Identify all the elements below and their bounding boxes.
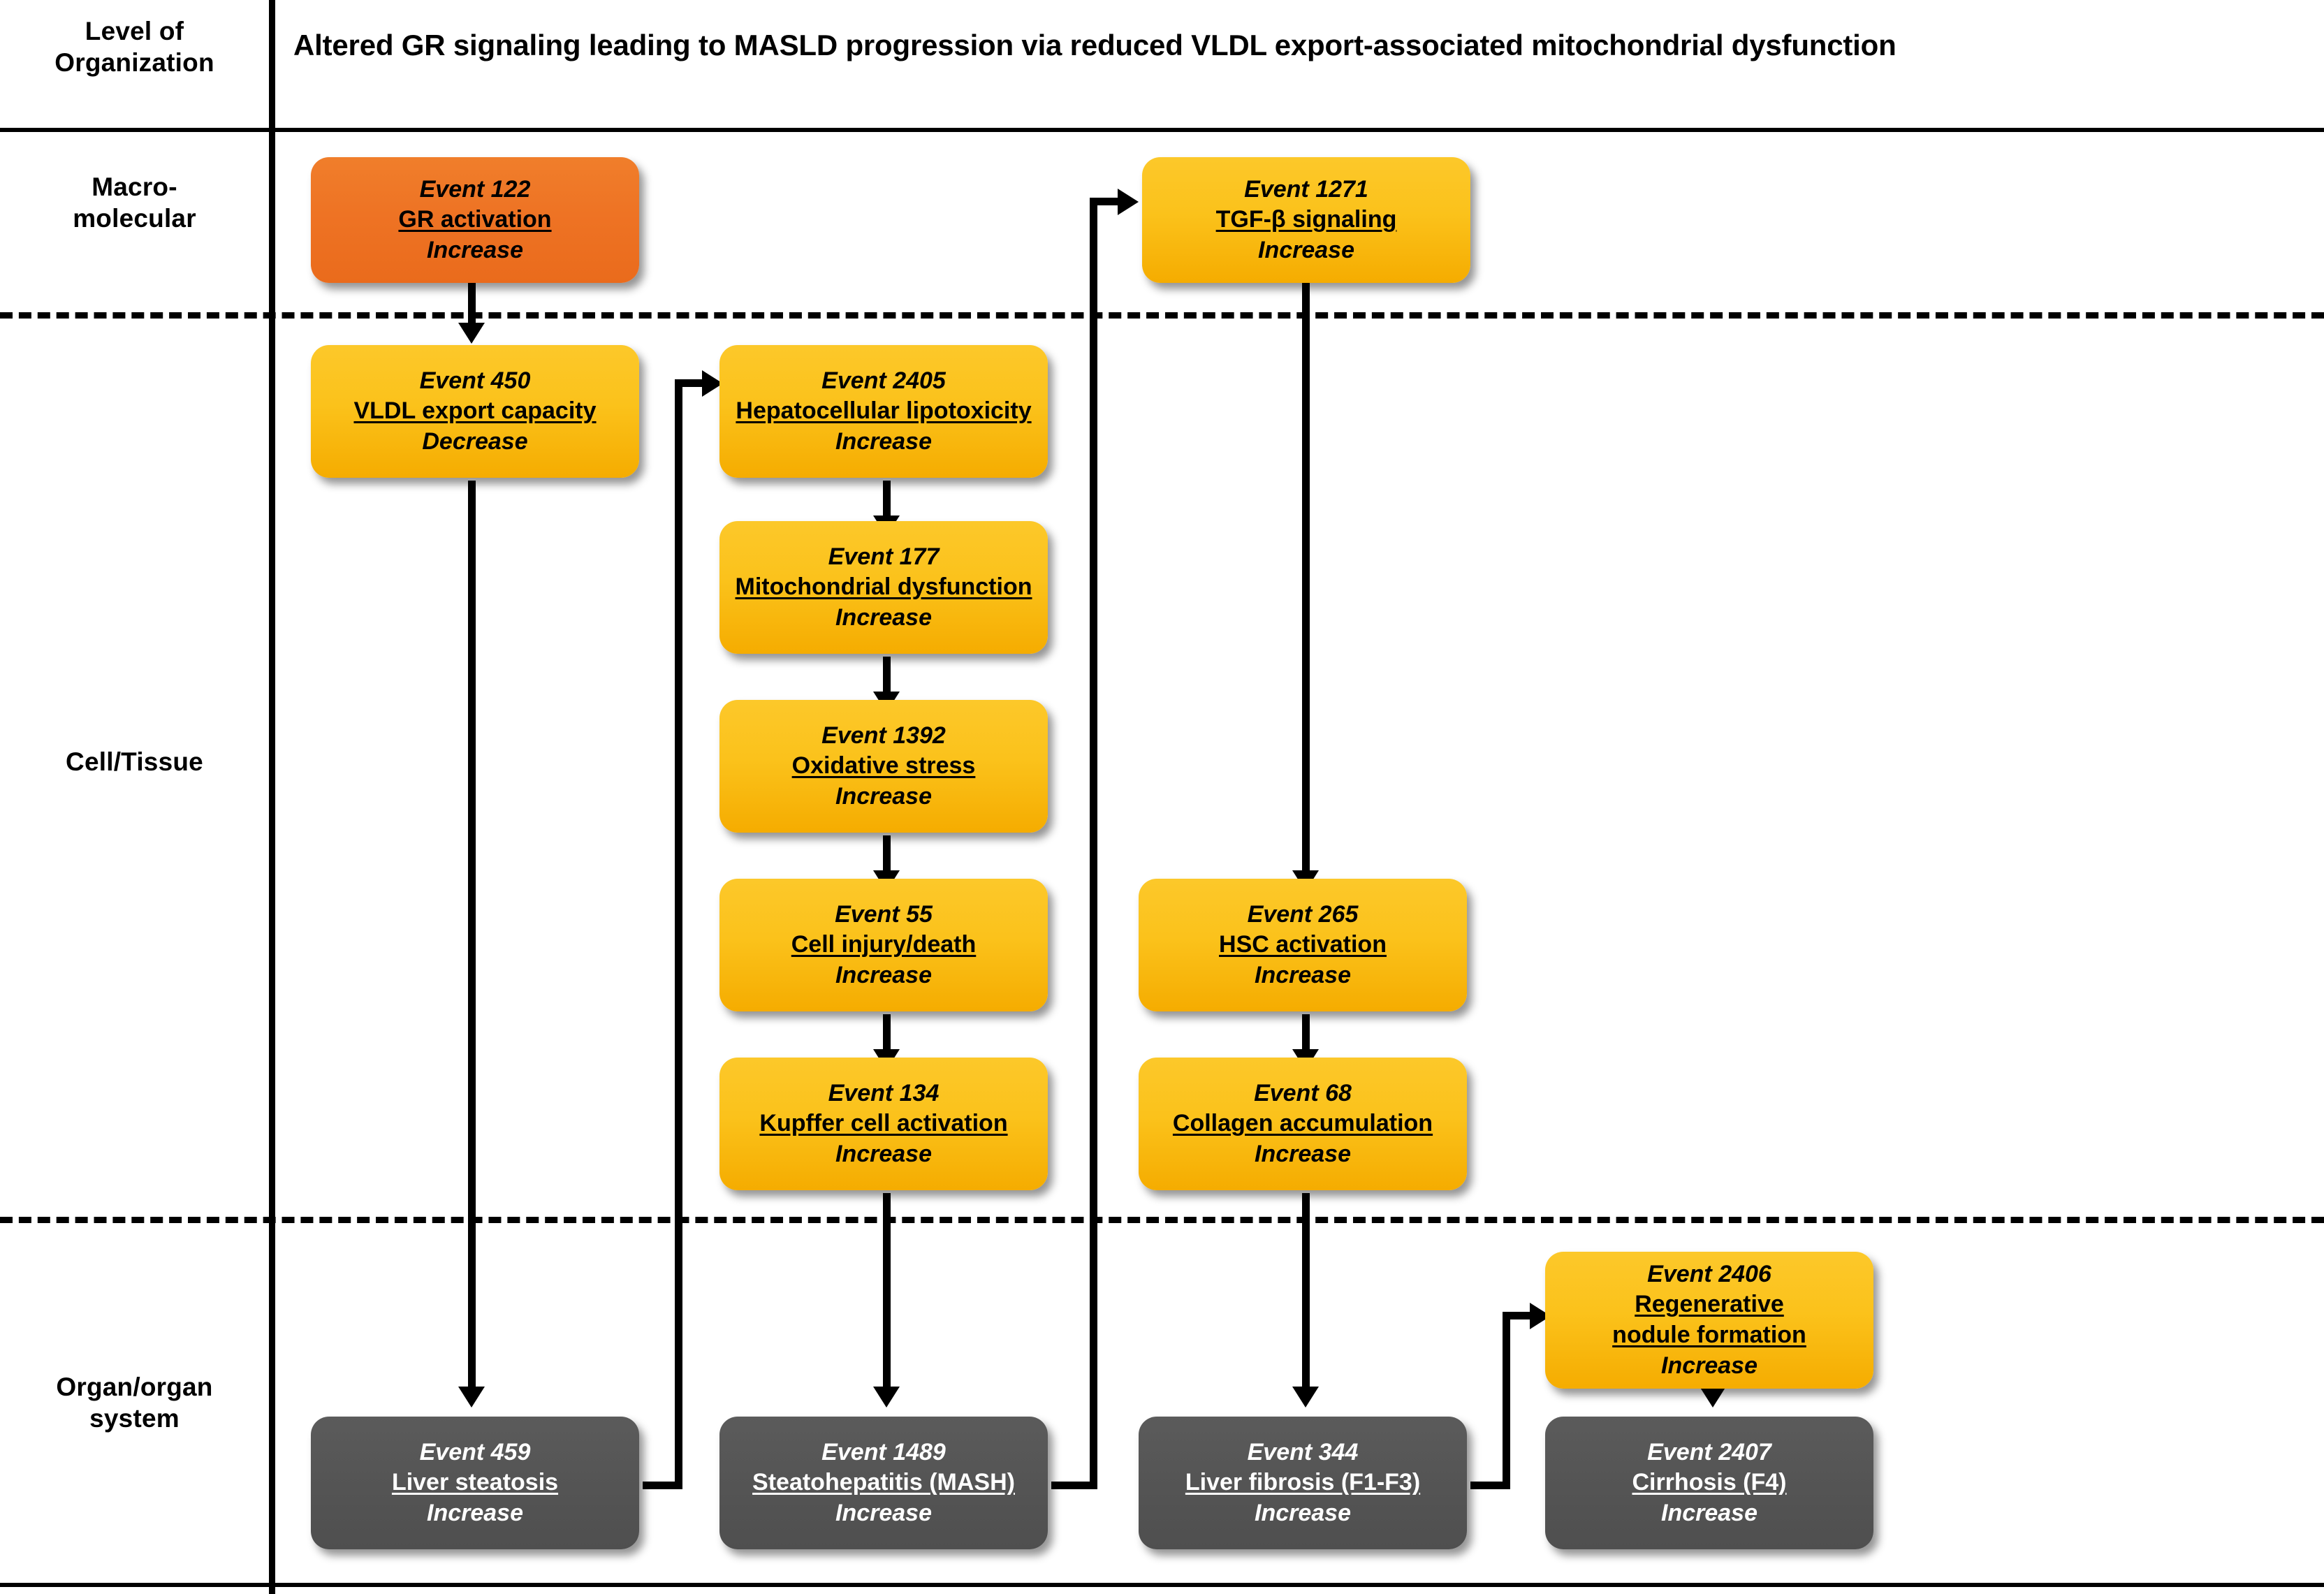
level-column-divider-line [269,0,275,1594]
event-name: Kupffer cell activation [759,1110,1008,1137]
edge-e122-to-e450 [468,279,476,328]
edge-e1392-to-e55 [883,835,891,876]
event-id: Event 459 [419,1438,531,1465]
event-id: Event 2405 [821,367,946,394]
event-direction: Increase [835,427,932,455]
event-id: Event 1489 [821,1438,946,1465]
event-id: Event 1271 [1244,175,1368,203]
event-node-e344[interactable]: Event 344 Liver fibrosis (F1-F3) Increas… [1139,1417,1467,1549]
edge-e1489-to-e1271-h1 [1051,1482,1097,1489]
edge-e68-to-e344 [1302,1193,1310,1392]
event-node-e1271[interactable]: Event 1271 TGF-β signaling Increase [1142,157,1470,283]
bottom-border-line [0,1583,2324,1587]
arrowhead-e122-to-e450 [458,323,485,344]
edge-e344-to-e2406-v [1503,1312,1510,1489]
event-id: Event 122 [419,175,531,203]
event-node-e265[interactable]: Event 265 HSC activation Increase [1139,879,1467,1011]
event-id: Event 344 [1247,1438,1359,1465]
event-node-e450[interactable]: Event 450 VLDL export capacity Decrease [311,345,639,478]
macromolecular-cell-dashed-divider [0,312,2324,319]
event-name: Mitochondrial dysfunction [735,573,1032,601]
edge-e450-to-e459 [468,481,476,1392]
event-direction: Increase [1661,1352,1757,1379]
arrowhead-e1489-to-e1271 [1118,189,1139,215]
event-name: Regenerative nodule formation [1612,1291,1806,1348]
edge-e1489-to-e1271-h2 [1090,198,1125,205]
event-name: Cirrhosis (F4) [1632,1469,1787,1496]
event-name: Liver steatosis [391,1469,559,1496]
event-node-e2407[interactable]: Event 2407 Cirrhosis (F4) Increase [1545,1417,1873,1549]
edge-e265-to-e68 [1302,1014,1310,1055]
event-node-e2405[interactable]: Event 2405 Hepatocellular lipotoxicity I… [719,345,1048,478]
event-direction: Increase [835,1140,932,1167]
event-id: Event 134 [828,1079,940,1106]
edge-e2405-to-e177 [883,481,891,521]
header-divider-line [0,128,2324,132]
edge-e177-to-e1392 [883,657,891,697]
level-label-organ-system: Organ/organ system [56,1373,213,1433]
event-direction: Increase [1258,236,1354,263]
event-node-e1392[interactable]: Event 1392 Oxidative stress Increase [719,700,1048,833]
event-id: Event 2407 [1647,1438,1771,1465]
event-id: Event 1392 [821,722,946,749]
level-of-organization-header: Level of Organization [54,17,214,78]
edge-e55-to-e134 [883,1014,891,1055]
event-name: Cell injury/death [791,931,977,958]
level-label-cell-tissue: Cell/Tissue [66,747,203,776]
event-id: Event 68 [1254,1079,1352,1106]
event-node-e134[interactable]: Event 134 Kupffer cell activation Increa… [719,1058,1048,1190]
event-name: HSC activation [1219,931,1387,958]
event-id: Event 2406 [1647,1260,1771,1287]
event-name: Oxidative stress [791,752,976,780]
event-node-e177[interactable]: Event 177 Mitochondrial dysfunction Incr… [719,521,1048,654]
event-name: TGF-β signaling [1215,206,1397,233]
edge-e459-to-e2405-v [675,379,682,1489]
edge-e459-to-e2405-h1 [643,1482,682,1489]
event-direction: Increase [835,604,932,631]
edge-e459-to-e2405-h2 [675,379,710,387]
event-id: Event 265 [1247,900,1359,928]
event-name: Hepatocellular lipotoxicity [736,397,1032,425]
event-node-e459[interactable]: Event 459 Liver steatosis Increase [311,1417,639,1549]
event-direction: Increase [427,236,523,263]
event-node-e55[interactable]: Event 55 Cell injury/death Increase [719,879,1048,1011]
event-direction: Increase [835,961,932,988]
edge-e134-to-e1489 [883,1193,891,1392]
event-node-e2406[interactable]: Event 2406 Regenerative nodule formation… [1545,1252,1873,1389]
event-name: Steatohepatitis (MASH) [752,1469,1015,1496]
event-node-e68[interactable]: Event 68 Collagen accumulation Increase [1139,1058,1467,1190]
edge-e1489-to-e1271-v [1090,198,1097,1489]
edge-e1271-to-e265 [1302,279,1310,877]
event-node-e122[interactable]: Event 122 GR activation Increase [311,157,639,283]
cell-organ-dashed-divider [0,1217,2324,1223]
event-direction: Decrease [422,427,528,455]
event-name: VLDL export capacity [353,397,597,425]
event-direction: Increase [1255,1499,1351,1526]
event-direction: Increase [1255,961,1351,988]
event-direction: Increase [1255,1140,1351,1167]
edge-e344-to-e2406-h1 [1470,1482,1510,1489]
page-title: Altered GR signaling leading to MASLD pr… [293,29,1897,61]
event-direction: Increase [835,1499,932,1526]
edge-e344-to-e2406-h2 [1503,1312,1537,1319]
event-direction: Increase [835,782,932,810]
arrowhead-e2406-to-e2407 [1700,1387,1726,1407]
event-node-e1489[interactable]: Event 1489 Steatohepatitis (MASH) Increa… [719,1417,1048,1549]
arrowhead-e450-to-e459 [458,1387,485,1407]
event-name: Collagen accumulation [1172,1110,1433,1137]
event-id: Event 450 [419,367,531,394]
event-id: Event 177 [828,543,940,570]
arrowhead-e134-to-e1489 [873,1387,900,1407]
event-direction: Increase [1661,1499,1757,1526]
event-name: GR activation [398,206,552,233]
event-direction: Increase [427,1499,523,1526]
event-id: Event 55 [835,900,933,928]
arrowhead-e68-to-e344 [1292,1387,1319,1407]
level-label-macromolecular: Macro- molecular [73,173,196,233]
event-name: Liver fibrosis (F1-F3) [1185,1469,1421,1496]
